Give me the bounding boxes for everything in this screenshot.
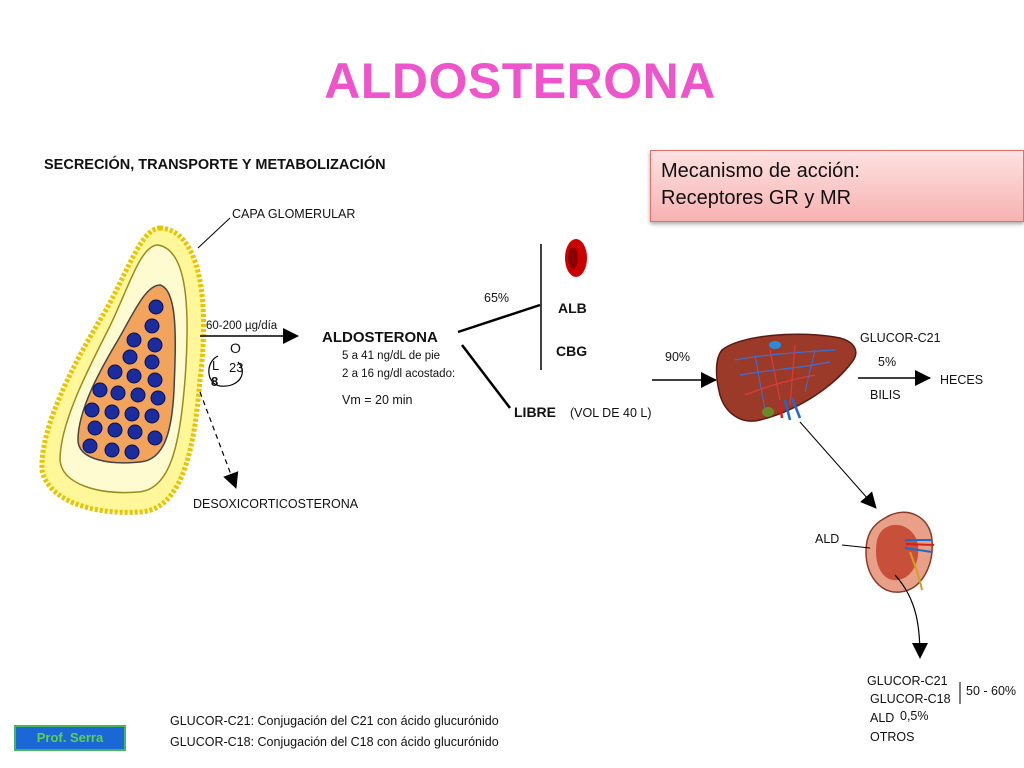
- glucor-c21-liver-label: GLUCOR-C21: [860, 331, 941, 345]
- ald-leader-line: [841, 544, 871, 549]
- section-subtitle: SECRECIÓN, TRANSPORTE Y METABOLIZACIÓN: [44, 157, 386, 173]
- pct-bound-label: 65%: [484, 291, 510, 305]
- urine-glucor-c21-label: GLUCOR-C21: [867, 674, 948, 688]
- ring-label-23: 23: [229, 360, 244, 375]
- urine-glucor-pct-label: 50 - 60%: [966, 684, 1017, 698]
- desoxicorticosterona-label: DESOXICORTICOSTERONA: [193, 497, 359, 511]
- level-lying-label: 2 a 16 ng/dl acostado:: [342, 368, 456, 380]
- footnote-c21: GLUCOR-C21: Conjugación del C21 con ácid…: [170, 714, 499, 728]
- liver: [715, 333, 857, 422]
- adrenal-gland: [39, 225, 207, 515]
- doc-dashed-arrow: [199, 391, 239, 489]
- secretion-rate-label: 60-200 µg/día: [206, 320, 278, 332]
- ring-label-8: 8: [211, 374, 219, 389]
- alb-label: ALB: [558, 300, 587, 316]
- ring-symbol: [208, 355, 243, 387]
- libre-label: LIBRE: [514, 404, 556, 420]
- mechanism-box: Mecanismo de acción: Receptores GR y MR: [650, 150, 1024, 222]
- mechanism-line-2: Receptores GR y MR: [661, 187, 852, 209]
- ring-label-l: L: [212, 358, 220, 373]
- pct-liver-label: 90%: [665, 350, 691, 364]
- libre-volume-label: (VOL DE 40 L): [570, 406, 652, 420]
- liver-to-kidney-arrow: [799, 421, 877, 509]
- level-standing-label: 5 a 41 ng/dL de pie: [342, 350, 441, 362]
- aldosterona-label: ALDOSTERONA: [322, 329, 438, 346]
- bilis-label: BILIS: [870, 388, 901, 402]
- cbg-label: CBG: [556, 343, 588, 359]
- bound-line: [457, 303, 541, 334]
- footnote-c18: GLUCOR-C18: Conjugación del C18 con ácid…: [170, 735, 499, 749]
- urine-ald-pct-label: 0,5%: [900, 709, 929, 723]
- urine-otros-label: OTROS: [870, 730, 915, 744]
- pct-bile-label: 5%: [878, 355, 897, 369]
- ald-kidney-label: ALD: [815, 532, 840, 546]
- half-life-label: Vm = 20 min: [342, 393, 413, 407]
- author-badge: Prof. Serra: [14, 725, 126, 751]
- red-blood-cell: [565, 239, 587, 277]
- cortex-cells: [82, 299, 166, 460]
- kidney: [865, 511, 935, 593]
- libre-line: [461, 344, 511, 409]
- ring-label-o: O: [230, 340, 241, 356]
- heces-label: HECES: [940, 373, 984, 387]
- mechanism-line-1: Mecanismo de acción:: [661, 160, 860, 182]
- capa-leader-line: [197, 217, 231, 249]
- capa-glomerular-label: CAPA GLOMERULAR: [232, 207, 356, 221]
- page-title: ALDOSTERONA: [324, 53, 716, 109]
- kidney-output-arrow: [894, 574, 928, 659]
- urine-glucor-c18-label: GLUCOR-C18: [870, 692, 951, 706]
- urine-ald-label: ALD: [870, 711, 895, 725]
